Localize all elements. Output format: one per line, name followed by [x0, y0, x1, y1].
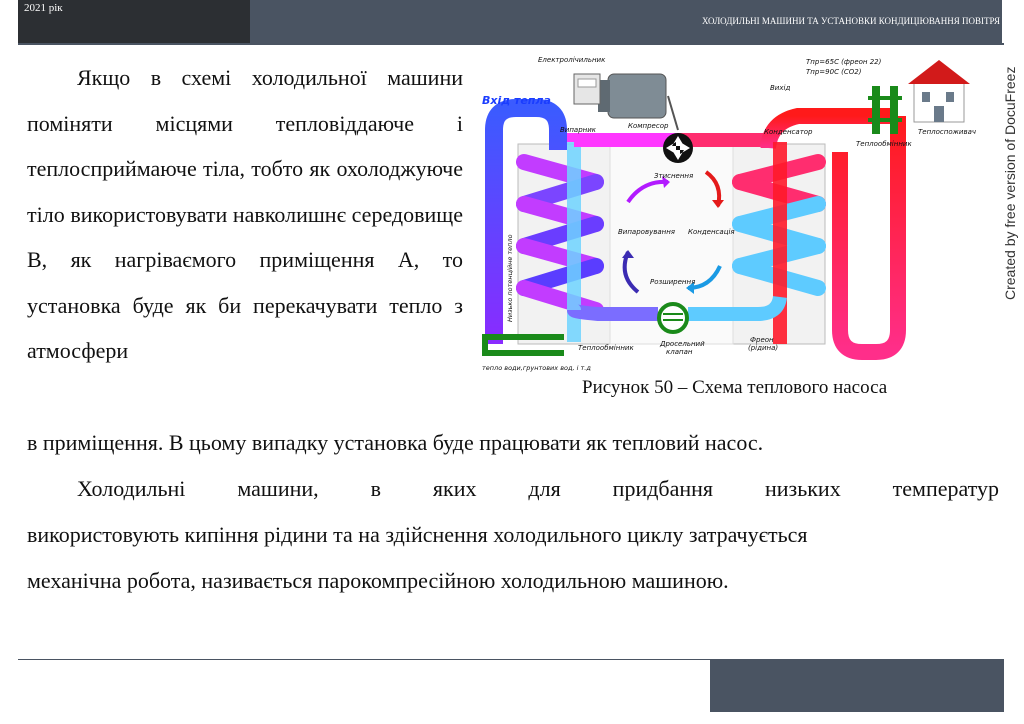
- left-loop-pipe: [485, 99, 567, 344]
- label-heat-input: Вхід тепла: [482, 94, 551, 107]
- footer-rule: [18, 659, 1004, 660]
- label-tpr: Тпр=65С (фреон 22): [806, 58, 882, 66]
- header-band: [250, 0, 1002, 43]
- compression-arrowhead: [662, 176, 670, 188]
- label-expansion: Розширення: [650, 278, 695, 286]
- footer-band: [710, 660, 1004, 712]
- label-throttle-valve-2: клапан: [666, 348, 693, 356]
- label-evaporator: Випарник: [560, 126, 597, 134]
- right-exchanger-rung-2: [868, 118, 902, 122]
- label-electric-meter: Електролічильник: [538, 56, 606, 64]
- left-exchanger-rung-2: [482, 350, 564, 356]
- compressor-symbol: [663, 133, 693, 163]
- heat-pump-diagram: Електролічильник Вхід тепла Випарник Ком…: [482, 56, 976, 372]
- watermark: Created by free version of DocuFreez: [1002, 66, 1018, 300]
- paragraph-1-float: Якщо в схемі холодильної машини поміняти…: [27, 55, 463, 374]
- paragraph-1-text: Якщо в схемі холодильної машини поміняти…: [27, 65, 463, 363]
- right-exchanger-bar-1: [872, 86, 880, 134]
- label-condensation: Конденсація: [688, 228, 735, 236]
- label-condenser: Конденсатор: [764, 128, 813, 136]
- paragraph-2-line-3: механічна робота, називається парокомпре…: [27, 568, 729, 593]
- right-loop-pipe: [832, 116, 906, 360]
- hot-output-pipe: [760, 108, 898, 150]
- return-line: [567, 304, 658, 321]
- evaporation-arrowhead: [622, 250, 634, 258]
- header-year: 2021 рік: [24, 2, 63, 14]
- left-exchanger-end: [482, 334, 488, 356]
- label-compressor: Компресор: [628, 122, 669, 130]
- right-exchanger-bar-2: [890, 86, 898, 134]
- figure-caption: Рисунок 50 – Схема теплового насоса: [582, 377, 888, 398]
- header-title: ХОЛОДИЛЬНІ МАШИНИ ТА УСТАНОВКИ КОНДИЦІЮВ…: [701, 16, 1000, 26]
- label-output: Вихід: [770, 84, 790, 92]
- right-exchanger-rung-1: [868, 96, 902, 100]
- label-evaporation: Випаровування: [618, 228, 675, 236]
- header-dark-block: [18, 0, 250, 43]
- left-exchanger-rung-1: [482, 334, 564, 340]
- header-rule: [18, 43, 1004, 45]
- label-freon-2: (рідина): [748, 344, 778, 352]
- expansion-arrowhead: [686, 282, 694, 294]
- label-heat-source: тепло води,грунтових вод, і т.д: [482, 364, 591, 372]
- label-freon-1: Фреон: [750, 336, 774, 344]
- suction-line: [567, 133, 678, 147]
- electric-meter-display: [577, 78, 597, 88]
- label-throttle-valve-1: Дросельний: [659, 340, 705, 348]
- house-door: [934, 106, 944, 122]
- evaporator-coil: [516, 154, 604, 318]
- paragraph-1-tail: в приміщення. В цьому випадку установка …: [27, 430, 764, 455]
- liquid-line: [688, 295, 787, 321]
- condensation-arrowhead: [712, 200, 724, 208]
- paragraph-2-line-1: Холодильні машини, в яких для придбання …: [77, 476, 999, 501]
- label-tpr2: Тпр=90С (СО2): [806, 68, 862, 76]
- house-roof: [908, 60, 970, 84]
- house-window-1: [922, 92, 930, 102]
- throttle-valve: [657, 302, 689, 334]
- label-heat-exchanger-left: Теплообмінник: [578, 344, 634, 352]
- label-low-potential-heat: Низько потенційне тепло: [506, 234, 514, 322]
- label-heat-consumer: Теплоспоживач: [918, 128, 976, 136]
- paragraph-2-line-2: використовують кипіння рідини та на здій…: [27, 522, 808, 547]
- house-window-2: [946, 92, 954, 102]
- compressor-arrows: [666, 136, 690, 160]
- compressor-shaft: [667, 95, 679, 131]
- label-heat-exchanger-right: Теплообмінник: [856, 140, 912, 148]
- label-compression: Зтиснення: [654, 172, 693, 180]
- compressor-motor: [607, 73, 667, 119]
- compressor-motor-end: [598, 80, 610, 112]
